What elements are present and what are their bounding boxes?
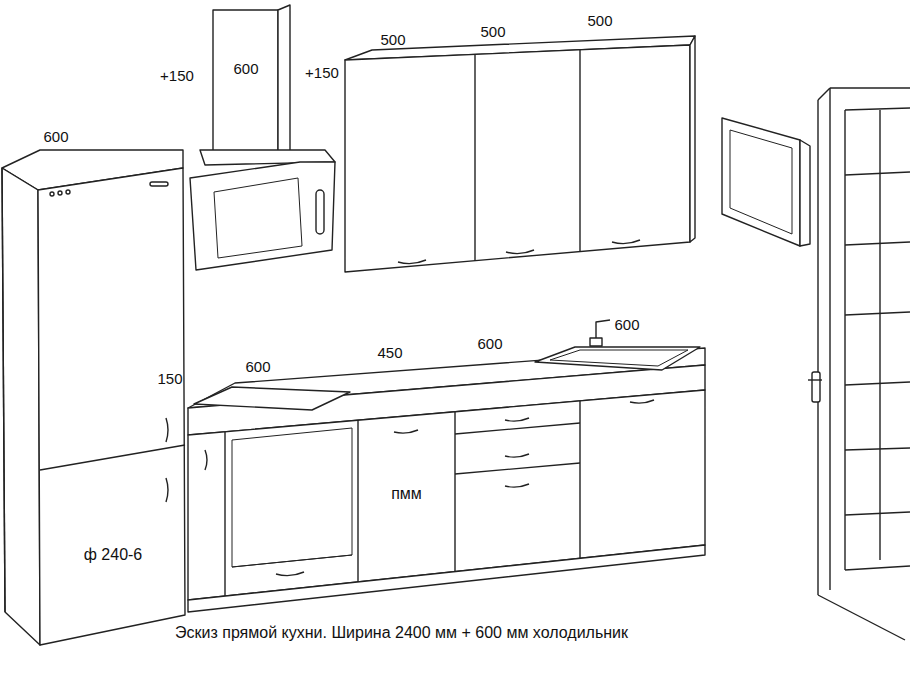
- dimension-label: +150: [160, 67, 194, 84]
- fridge-drawing: [2, 150, 185, 645]
- dimension-label: 600: [614, 316, 639, 333]
- dimension-label: 150: [157, 370, 182, 387]
- node-text: ф 240-6: [84, 546, 143, 564]
- door-drawing: [808, 88, 910, 640]
- dimension-label: 500: [587, 12, 612, 29]
- dimension-label: 600: [477, 335, 502, 352]
- caption: Эскиз прямой кухни. Ширина 2400 мм + 600…: [175, 624, 628, 642]
- node-text: пмм: [391, 485, 422, 503]
- dimension-label: 500: [480, 23, 505, 40]
- dimension-label: 500: [380, 31, 405, 48]
- dimension-label: 600: [43, 128, 68, 145]
- tv-drawing: [722, 118, 810, 246]
- dimension-label: 450: [377, 344, 402, 361]
- dishwasher-box: пмм: [360, 470, 453, 518]
- wall-cabinets-drawing: [345, 36, 695, 272]
- hood-drawing: [190, 5, 335, 270]
- dimension-label: 600: [245, 358, 270, 375]
- fridge-box: ф 240-6: [44, 530, 182, 580]
- base-cabinets-drawing: [188, 320, 705, 612]
- dimension-label: +150: [305, 64, 339, 81]
- dimension-label: 600: [233, 60, 258, 77]
